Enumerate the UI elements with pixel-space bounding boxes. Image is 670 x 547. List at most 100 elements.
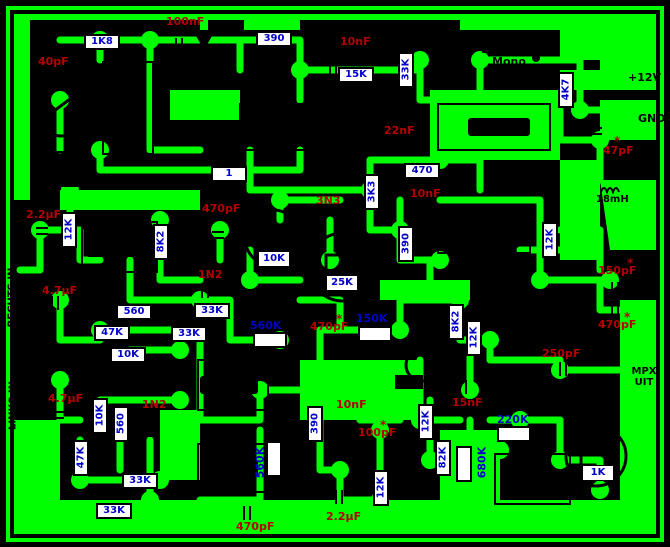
pot-25k bbox=[307, 231, 379, 303]
cap-10nf-mid-label: 10nF bbox=[410, 187, 441, 200]
pot-10k-label-box: 10K bbox=[258, 251, 290, 267]
resistor-560-a-label: 560 bbox=[123, 306, 145, 317]
resistor-1k8: 1K8 bbox=[84, 34, 120, 50]
cap-10nf-low-label: 10nF bbox=[336, 398, 367, 411]
resistor-560-a: 560 bbox=[116, 304, 152, 320]
resistor-8k2-a: 8K2 bbox=[153, 224, 169, 260]
resistor-15k-label: 15K bbox=[345, 69, 367, 80]
resistor-47k-a-label: 47K bbox=[101, 327, 123, 338]
resistor-390-b: 390 bbox=[398, 226, 414, 262]
resistor-8k2-a-label: 8K2 bbox=[155, 230, 167, 253]
pot-25k-label: 25K bbox=[331, 277, 353, 288]
resistor-3k3-label: 3K3 bbox=[366, 180, 378, 203]
ic-ua741-a-label: μA741 bbox=[96, 241, 136, 254]
coil-18mh-label: 18mH bbox=[596, 194, 629, 205]
resistor-470: 470 bbox=[404, 163, 440, 179]
zener-label-box: Z5V1 bbox=[208, 20, 244, 34]
resistor-10k-a: 10K bbox=[110, 347, 146, 363]
resistor-150k bbox=[358, 326, 392, 342]
resistor-33k-v-label: 33K bbox=[400, 58, 412, 81]
ic-ua741-d: μA741 bbox=[500, 470, 558, 488]
resistor-47k-b-label: 47K bbox=[75, 446, 87, 469]
ic-ua741-d-label: μA741 bbox=[509, 472, 549, 485]
resistor-560-b-label: 560 bbox=[115, 413, 127, 434]
resistor-4k7-label: 4K7 bbox=[560, 78, 572, 101]
resistor-390-top-label: 390 bbox=[263, 33, 285, 44]
resistor-33k-c: 33K bbox=[122, 473, 158, 489]
resistor-680k-label: 680K bbox=[475, 446, 489, 479]
cap-1n2-b-label: 1N2 bbox=[142, 398, 167, 411]
ic-cd4066-label: CD4066 bbox=[462, 226, 510, 239]
resistor-1-label: 1 bbox=[225, 168, 233, 179]
cap-470pf-a-label: 470pF bbox=[202, 202, 241, 215]
resistor-1k8-label: 1K8 bbox=[91, 36, 113, 47]
resistor-47k-b: 47K bbox=[73, 440, 89, 476]
ic-cd4027-label: CD4027 bbox=[475, 120, 523, 133]
resistor-33k-a-label: 33K bbox=[201, 305, 223, 316]
ic-74ls00: 74LS00 bbox=[118, 72, 140, 138]
cap-470pf-b-star: * bbox=[336, 312, 343, 326]
tun-label-box: TUN bbox=[395, 375, 423, 389]
resistor-8k2-b: 8K2 bbox=[448, 304, 464, 340]
cap-250pf-label: 250pF bbox=[542, 347, 581, 360]
cap-470pf-b-label: 470pF bbox=[310, 320, 349, 333]
ic-ua741-b: μA741 bbox=[200, 376, 258, 394]
resistor-15k: 15K bbox=[338, 67, 374, 83]
resistor-12k-c: 12K bbox=[466, 320, 482, 356]
mpx-uit-label: MPX UIT bbox=[631, 366, 657, 388]
resistor-12k-b: 12K bbox=[542, 222, 558, 258]
rechts-in-label: RECHTS IN bbox=[6, 267, 18, 328]
ic-ua741-c-label: μA741 bbox=[209, 461, 249, 474]
resistor-560k-a-label: 560K bbox=[250, 319, 282, 332]
stereo-label: Stereo bbox=[481, 43, 523, 56]
cap-2u2-bottom-label: 2.2μF bbox=[326, 510, 362, 523]
cap-15nf-label: 15nF bbox=[452, 396, 483, 409]
pot-25k-label-box: 25K bbox=[326, 275, 358, 291]
resistor-150k-label: 150K bbox=[356, 312, 388, 325]
resistor-12k-a-label: 12K bbox=[63, 218, 75, 241]
cap-22nf-label: 22nF bbox=[384, 124, 415, 137]
ic-74ls00-label: 74LS00 bbox=[122, 78, 136, 128]
ic-74ls390-label: 74LS390 bbox=[272, 120, 326, 133]
resistor-10k-b: 10K bbox=[92, 398, 108, 434]
cap-40pf-label: 40pF bbox=[38, 55, 69, 68]
cap-3n3-label: 3N3 bbox=[316, 194, 341, 207]
cap-2u2-left-label: 2.2μF bbox=[26, 208, 62, 221]
resistor-33k-d-label: 33K bbox=[103, 505, 125, 516]
pot-1k bbox=[564, 424, 628, 488]
resistor-560k-b bbox=[266, 441, 282, 477]
ic-74ls390: 74LS390 bbox=[268, 118, 330, 136]
resistor-82k-label: 82K bbox=[437, 446, 449, 469]
resistor-390-c: 390 bbox=[307, 406, 323, 442]
coil-33mh-label: 33mH bbox=[500, 306, 533, 317]
resistor-33k-a: 33K bbox=[194, 303, 230, 319]
cap-470pf-bottom-label: 470pF bbox=[236, 520, 275, 533]
tun-label: TUN bbox=[397, 376, 421, 387]
cap-10nf-top-label: 10nF bbox=[340, 35, 371, 48]
ic-cd4066: CD4066 bbox=[455, 224, 517, 242]
ic-ua741-b-label: μA741 bbox=[209, 378, 249, 391]
capacitor-symbols bbox=[36, 38, 619, 520]
stereo-mono-switch bbox=[532, 32, 556, 62]
cap-150pf-star: * bbox=[627, 256, 634, 270]
resistor-12k-e: 12K bbox=[373, 470, 389, 506]
resistor-47k-a: 47K bbox=[94, 325, 130, 341]
resistor-12k-d: 12K bbox=[418, 404, 434, 440]
cap-150pf-label: 150pF bbox=[598, 264, 637, 277]
cap-4u7-a-label: 4.7μF bbox=[42, 284, 78, 297]
resistor-12k-a: 12K bbox=[61, 212, 77, 248]
ic-cd4027: CD4027 bbox=[468, 118, 530, 136]
resistor-220k-label: 220K bbox=[497, 413, 529, 426]
resistor-33k-b-label: 33K bbox=[178, 328, 200, 339]
resistor-10k-a-label: 10K bbox=[117, 349, 139, 360]
ic-ua741-a: μA741 bbox=[86, 239, 146, 257]
cap-1n2-a-label: 1N2 bbox=[198, 268, 223, 281]
resistor-560k-a bbox=[253, 332, 287, 348]
crystal-label-box: 7.6Mhz bbox=[34, 173, 82, 187]
resistor-12k-e-label: 12K bbox=[375, 476, 387, 499]
cap-470pf-c-star: * bbox=[624, 310, 631, 324]
mono-label: Mono bbox=[492, 55, 526, 68]
resistor-390-top: 390 bbox=[256, 31, 292, 47]
resistor-33k-v: 33K bbox=[398, 52, 414, 88]
ic-ua741-c: μA741 bbox=[200, 459, 258, 477]
